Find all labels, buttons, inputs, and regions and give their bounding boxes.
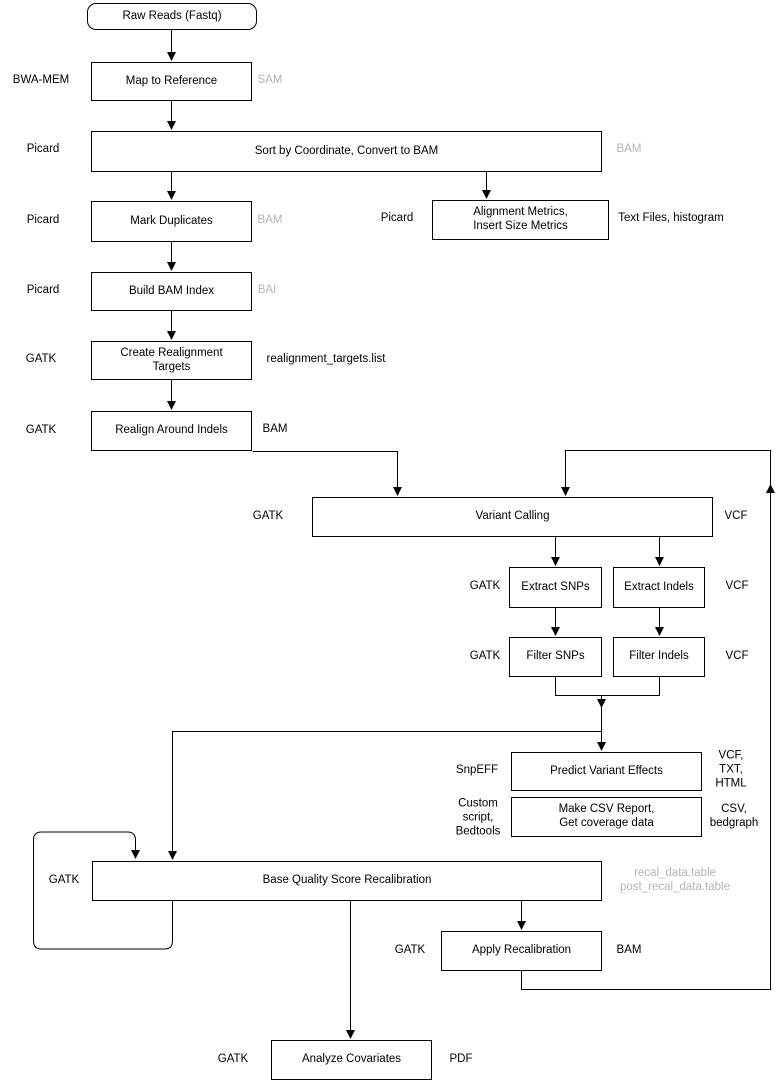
output-label-bam-mark-duplicates: BAM [257,214,283,227]
output-label-bam-realign: BAM [262,423,288,436]
tool-label-gatk-realign: GATK [25,424,57,437]
node-extract-snps: Extract SNPs [509,567,602,608]
node-base-quality-score-recalibration: Base Quality Score Recalibration [92,861,602,901]
output-label-vcf-txt-html: VCF, TXT, HTML [715,749,747,789]
tool-label-picard-sort: Picard [26,143,60,156]
output-label-text-files-histogram: Text Files, histogram [618,212,724,225]
tool-label-gatk-variant-calling: GATK [252,510,284,523]
node-create-realignment-targets: Create Realignment Targets [91,341,252,380]
node-filter-indels: Filter Indels [613,637,705,677]
tool-label-gatk-filter: GATK [469,650,501,663]
output-label-realignment-targets-list: realignment_targets.list [266,353,386,366]
output-label-vcf-filter: VCF [725,650,749,663]
edge-bqsr-selfloop [33,831,173,950]
tool-label-picard-mark-duplicates: Picard [26,214,60,227]
tool-label-gatk-create-targets: GATK [25,353,57,366]
arrowhead-up-loop [766,484,775,493]
node-realign-around-indels: Realign Around Indels [91,411,252,451]
edge-merge-bqsr [172,731,602,855]
node-alignment-metrics: Alignment Metrics, Insert Size Metrics [432,200,609,240]
output-label-sam: SAM [257,74,283,87]
node-map-to-reference: Map to Reference [91,62,252,101]
tool-label-snpeff: SnpEFF [455,764,499,777]
tool-label-gatk-analyze-covariates: GATK [217,1053,249,1066]
node-analyze-covariates: Analyze Covariates [271,1040,432,1080]
output-label-bam-sort: BAM [616,143,642,156]
edge-filters-merge [555,677,660,696]
tool-label-gatk-apply-recalibration: GATK [394,944,426,957]
edge-realign-variantcalling [252,451,398,491]
output-label-bam-apply-recalibration: BAM [616,944,642,957]
output-label-recal-data-tables: recal_data.table post_recal_data.table [620,867,730,893]
tool-label-bwa-mem: BWA-MEM [12,74,70,87]
edge-applyrecal-variantcalling-loop [521,450,771,990]
node-variant-calling: Variant Calling [312,497,713,537]
node-mark-duplicates: Mark Duplicates [91,201,252,242]
output-label-vcf-extract: VCF [725,580,749,593]
node-make-csv-report: Make CSV Report, Get coverage data [511,797,702,837]
output-label-bai: BAI [257,284,277,297]
output-label-csv-bedgraph: CSV, bedgraph [709,803,759,829]
node-predict-variant-effects: Predict Variant Effects [511,752,702,791]
node-build-bam-index: Build BAM Index [91,272,252,311]
node-sort-convert: Sort by Coordinate, Convert to BAM [91,131,602,172]
tool-label-gatk-extract: GATK [469,580,501,593]
tool-label-picard-alignment-metrics: Picard [380,212,414,225]
arrowheads [131,52,775,1039]
output-label-pdf: PDF [449,1053,473,1066]
node-extract-indels: Extract Indels [613,567,705,608]
node-raw-reads: Raw Reads (Fastq) [87,3,257,30]
tool-label-gatk-bqsr: GATK [48,874,80,887]
node-apply-recalibration: Apply Recalibration [441,931,602,971]
node-filter-snps: Filter SNPs [509,637,602,677]
tool-label-custom-script-bedtools: Custom script, Bedtools [455,797,501,837]
output-label-vcf-variant-calling: VCF [724,510,748,523]
tool-label-picard-build-index: Picard [26,284,60,297]
